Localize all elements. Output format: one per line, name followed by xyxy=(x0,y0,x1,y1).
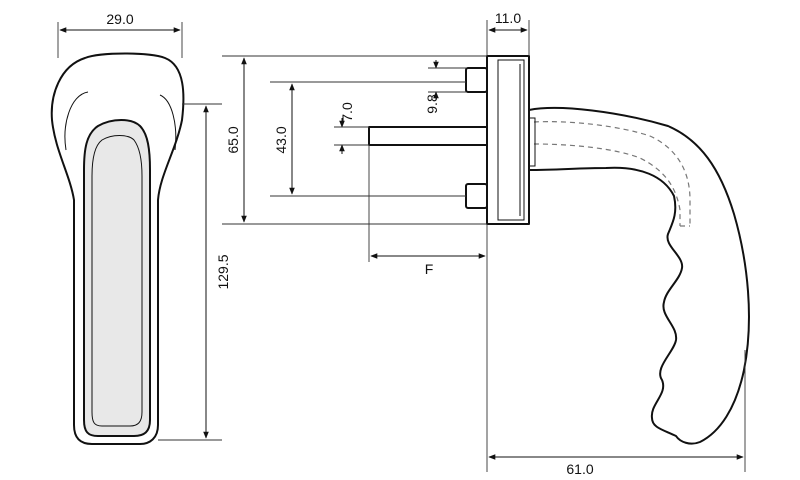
dim-rose-height-label: 65.0 xyxy=(225,126,241,153)
dim-width-top-label: 29.0 xyxy=(106,11,133,27)
dim-spindle: 7.0 xyxy=(334,102,369,154)
side-lever-hidden-line xyxy=(533,121,691,226)
side-rose-plate xyxy=(486,55,530,225)
front-view xyxy=(50,52,185,445)
dim-rose-height: 65.0 xyxy=(222,55,487,225)
dim-projection-label: 61.0 xyxy=(566,461,593,477)
dim-spindle-length-label: F xyxy=(425,261,434,277)
dim-screw-spacing-label: 43.0 xyxy=(273,126,289,153)
dim-rose-thickness-label: 11.0 xyxy=(495,10,521,26)
side-screw-top xyxy=(465,67,488,93)
dim-width-top: 29.0 xyxy=(57,11,183,58)
dim-screw-spacing: 43.0 xyxy=(270,81,466,197)
side-spindle xyxy=(368,126,488,146)
dim-projection: 61.0 xyxy=(488,350,746,477)
side-rose-plate-inner xyxy=(497,59,525,221)
front-view-lever-shade xyxy=(84,120,150,436)
dim-rose-thickness: 11.0 xyxy=(486,10,530,56)
front-view-outline xyxy=(50,52,185,445)
front-view-rose-inner xyxy=(64,91,177,151)
side-screw-bottom xyxy=(465,183,488,209)
dim-spindle-length: F xyxy=(368,145,488,472)
front-view-lever xyxy=(83,119,151,437)
dim-screw-dia: 9.8 xyxy=(424,60,466,114)
side-view xyxy=(368,55,750,445)
dim-screw-dia-label: 9.8 xyxy=(424,94,440,114)
dim-spindle-label: 7.0 xyxy=(339,102,355,122)
dim-length: 129.5 xyxy=(158,103,231,441)
front-view-lever-inner xyxy=(91,135,143,427)
dim-length-label: 129.5 xyxy=(215,254,231,289)
side-lever-profile xyxy=(528,107,750,445)
